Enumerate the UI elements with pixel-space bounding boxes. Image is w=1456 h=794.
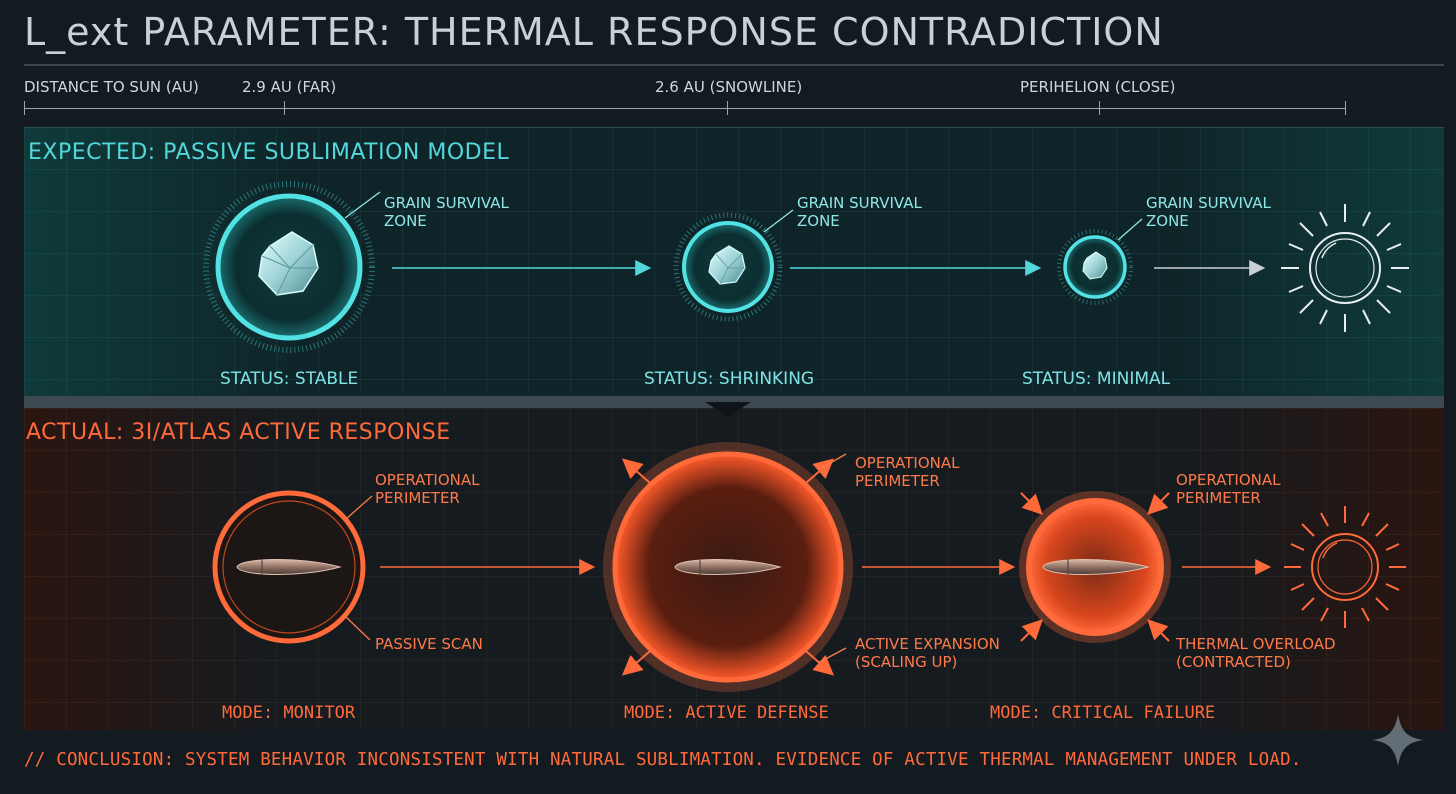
leader-line [818,648,846,663]
leader-line [1118,219,1142,240]
zone-label-line: ZONE [1146,212,1271,230]
note-label-line: (CONTRACTED) [1176,653,1336,671]
perimeter-label-line: PERIMETER [855,472,959,490]
status-label: STATUS: SHRINKING [644,369,814,389]
zone-label-line: GRAIN SURVIVAL [1146,194,1271,212]
perimeter-label-line: OPERATIONAL [1176,471,1280,489]
note-label-line: ACTIVE EXPANSION [855,635,1000,653]
sparkle-icon [1372,714,1424,766]
zone-label: GRAIN SURVIVAL ZONE [1146,194,1271,230]
perimeter-label: OPERATIONAL PERIMETER [855,454,959,490]
status-label: STATUS: STABLE [220,369,358,389]
mode-label: MODE: MONITOR [222,703,355,723]
zone-label-line: GRAIN SURVIVAL [797,194,922,212]
leader-line [346,617,370,640]
mode-label: MODE: CRITICAL FAILURE [990,703,1215,723]
leader-line [345,192,380,218]
sun-icon [1284,506,1406,628]
leader-line [764,210,793,232]
note-label: PASSIVE SCAN [375,635,483,653]
perimeter-label-line: PERIMETER [375,489,479,507]
divider-notch [705,402,751,417]
mode-label: MODE: ACTIVE DEFENSE [624,703,829,723]
perimeter-label: OPERATIONAL PERIMETER [1176,471,1280,507]
perimeter-label: OPERATIONAL PERIMETER [375,471,479,507]
note-label: ACTIVE EXPANSION (SCALING UP) [855,635,1000,671]
zone-label: GRAIN SURVIVAL ZONE [797,194,922,230]
note-label: THERMAL OVERLOAD (CONTRACTED) [1176,635,1336,671]
perimeter-label-line: OPERATIONAL [855,454,959,472]
leader-line [346,496,372,519]
leader-line [818,454,846,470]
perimeter-label-line: PERIMETER [1176,489,1280,507]
zone-label: GRAIN SURVIVAL ZONE [384,194,509,230]
zone-label-line: GRAIN SURVIVAL [384,194,509,212]
zone-label-line: ZONE [797,212,922,230]
note-label-line: PASSIVE SCAN [375,635,483,653]
status-label: STATUS: MINIMAL [1022,369,1170,389]
note-label-line: (SCALING UP) [855,653,1000,671]
perimeter-label-line: OPERATIONAL [375,471,479,489]
note-label-line: THERMAL OVERLOAD [1176,635,1336,653]
conclusion-text: // CONCLUSION: SYSTEM BEHAVIOR INCONSIST… [24,750,1302,770]
sun-icon [1281,204,1409,332]
zone-label-line: ZONE [384,212,509,230]
